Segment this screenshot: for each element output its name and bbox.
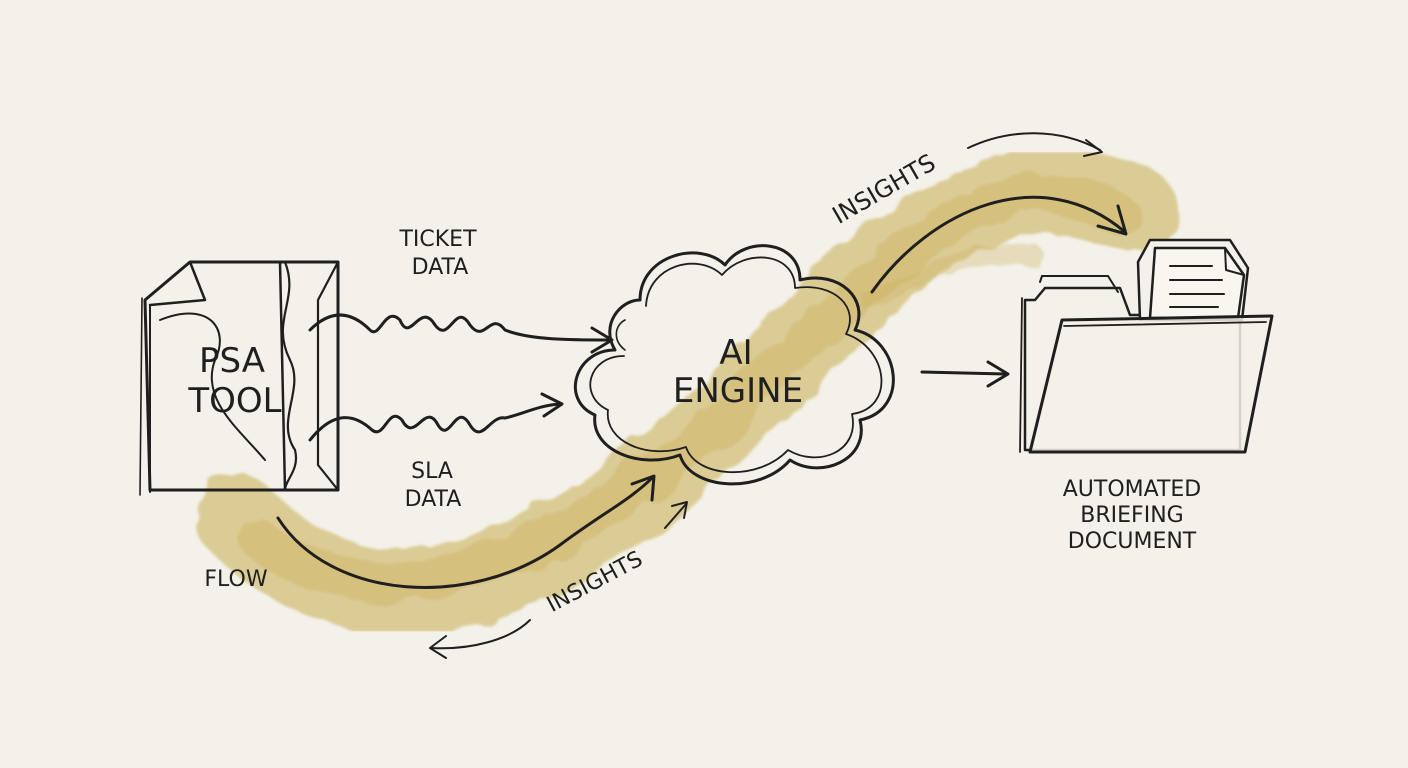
flow-label: FLOW xyxy=(204,567,267,592)
arrow-head-icon xyxy=(986,360,1010,388)
arrow-head-icon xyxy=(540,392,564,418)
cloud-icon xyxy=(573,244,895,486)
sla-data-label-line1: SLA xyxy=(411,459,453,484)
sla-data-connector xyxy=(308,392,564,442)
arrow-head-icon xyxy=(1083,139,1103,157)
ticket-data-connector xyxy=(308,313,614,354)
arrow-head-icon xyxy=(671,501,688,519)
arrow-head-icon xyxy=(429,635,447,659)
arrow-head-icon xyxy=(1096,204,1128,236)
arrow-head-icon xyxy=(630,474,656,502)
insights-top-arrow xyxy=(870,132,1128,294)
folder-front-icon xyxy=(1028,314,1274,454)
psa-tool-title-line1: PSA xyxy=(199,341,265,381)
sla-data-label-line2: DATA xyxy=(405,487,462,512)
document-pages-icon xyxy=(1136,238,1250,322)
flow-arrow xyxy=(276,474,688,659)
engine-to-briefing-arrow xyxy=(920,360,1010,388)
briefing-title-line1: AUTOMATED xyxy=(1063,477,1202,502)
ai-engine-node: AI ENGINE xyxy=(573,244,895,486)
ticket-data-label-line1: TICKET xyxy=(398,227,477,252)
briefing-title-line3: DOCUMENT xyxy=(1068,529,1197,554)
psa-tool-title-line2: TOOL xyxy=(187,381,281,421)
psa-tool-node: PSA TOOL xyxy=(139,260,340,496)
briefing-title-line2: BRIEFING xyxy=(1080,503,1183,528)
ai-engine-title-line1: AI xyxy=(719,333,752,373)
ticket-data-label-line2: DATA xyxy=(412,255,469,280)
document-icon xyxy=(139,260,340,496)
briefing-node: AUTOMATED BRIEFING DOCUMENT xyxy=(1019,238,1274,554)
ai-engine-title-line2: ENGINE xyxy=(673,371,803,411)
